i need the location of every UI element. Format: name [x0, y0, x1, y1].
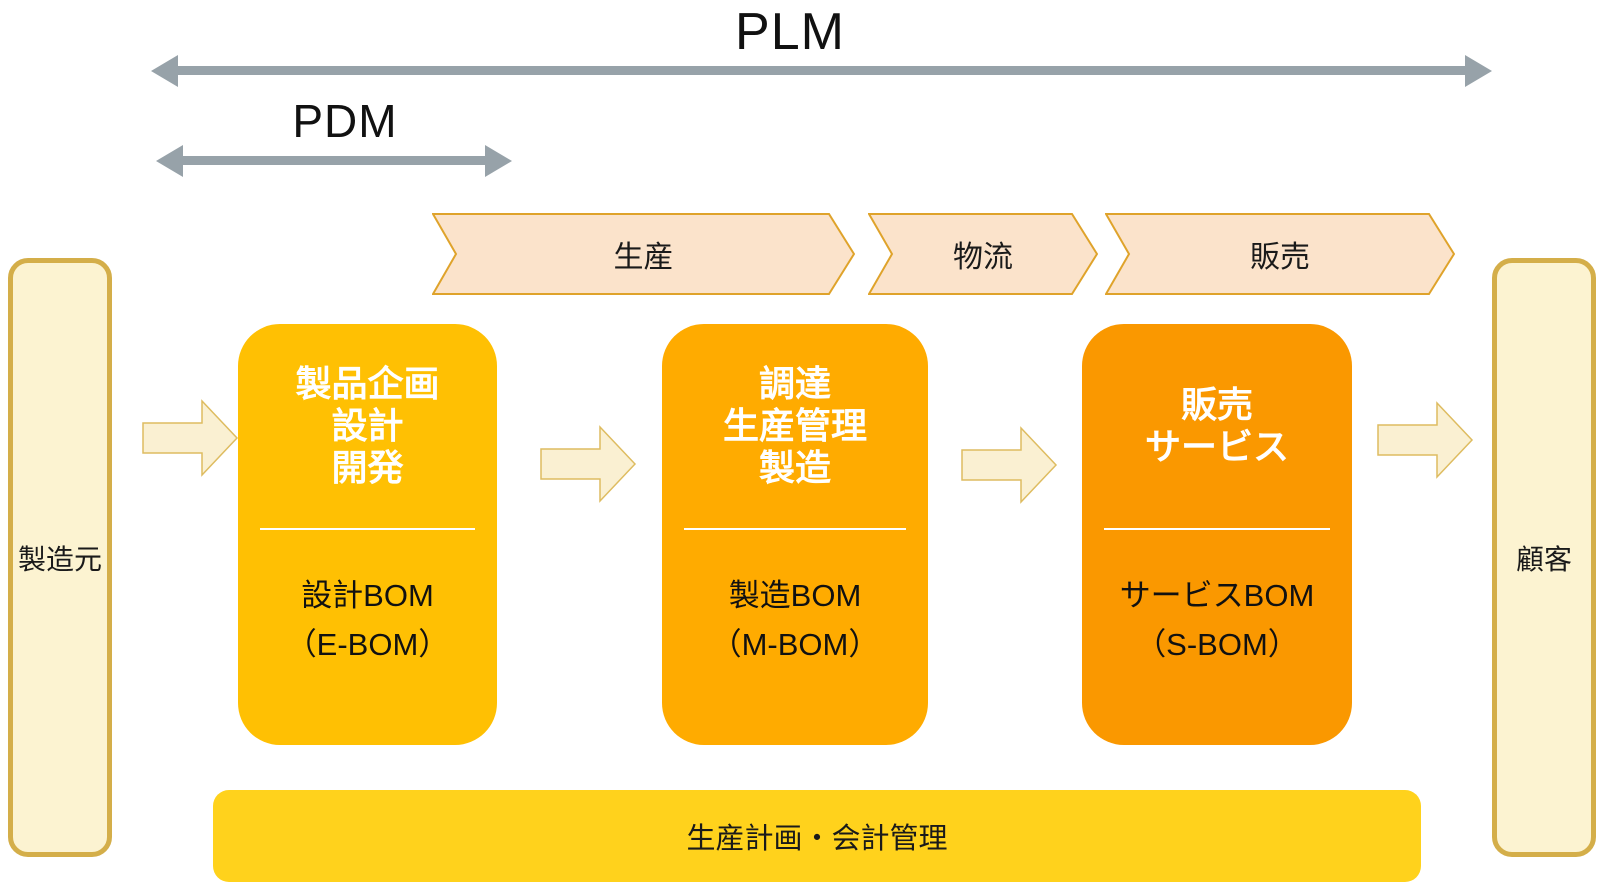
stage-title-line: 生産管理 [722, 405, 867, 447]
bom-abbr: （M-BOM） [710, 626, 880, 662]
stage-title-line: 製品企画 [295, 363, 440, 405]
bom-abbr: （E-BOM） [285, 626, 450, 662]
manufacturer-box: 製造元 [8, 258, 112, 857]
chevron-production-label: 生産 [613, 241, 674, 274]
stage-bom-label: 製造BOM （M-BOM） [662, 530, 928, 745]
stage-title-line: 調達 [758, 363, 831, 405]
customer-label: 顧客 [1515, 543, 1572, 575]
stage-title: 調達 生産管理 製造 [662, 324, 928, 528]
pdm-label: PDM [292, 95, 398, 147]
stage-box-sales-service: 販売 サービス サービスBOM （S-BOM） [1082, 324, 1352, 745]
chevron-sales: 販売 [1105, 213, 1455, 295]
flow-arrow-production-to-sales [961, 426, 1058, 504]
flow-arrow-manufacturer-to-planning [142, 399, 239, 477]
stage-box-procurement-production-manufacturing: 調達 生産管理 製造 製造BOM （M-BOM） [662, 324, 928, 745]
stage-title-line: 開発 [331, 446, 404, 488]
plm-range-arrow [178, 66, 1465, 75]
manufacturer-label: 製造元 [17, 543, 102, 575]
stage-title-line: 設計 [331, 405, 404, 447]
stage-title-line: サービス [1144, 426, 1289, 467]
flow-arrow-planning-to-production [540, 425, 637, 503]
chevron-shape [432, 213, 855, 295]
bom-name: サービスBOM [1119, 578, 1315, 614]
stage-divider [1104, 528, 1330, 530]
bom-abbr: （S-BOM） [1135, 626, 1299, 662]
chevron-production: 生産 [432, 213, 855, 295]
bottom-bar-label: 生産計画・会計管理 [686, 823, 948, 855]
stage-title: 製品企画 設計 開発 [238, 324, 497, 528]
chevron-shape [868, 213, 1098, 295]
flow-arrow-sales-to-customer [1377, 401, 1474, 479]
chevron-logistics-label: 物流 [953, 241, 1013, 274]
stage-title: 販売 サービス [1082, 324, 1352, 528]
plm-label: PLM [735, 3, 845, 61]
stage-bom-label: サービスBOM （S-BOM） [1082, 530, 1352, 745]
bom-name: 設計BOM [301, 578, 434, 614]
pdm-range-arrow [183, 156, 485, 165]
stage-divider [684, 528, 906, 530]
stage-title-line: 製造 [758, 446, 831, 488]
stage-bom-label: 設計BOM （E-BOM） [238, 530, 497, 745]
bottom-bar-production-planning-accounting: 生産計画・会計管理 [213, 790, 1421, 882]
stage-divider [260, 528, 475, 530]
customer-box: 顧客 [1492, 258, 1596, 857]
bom-name: 製造BOM [728, 578, 862, 614]
stage-box-planning-design-development: 製品企画 設計 開発 設計BOM （E-BOM） [238, 324, 497, 745]
chevron-shape [1105, 213, 1455, 295]
chevron-sales-label: 販売 [1250, 241, 1310, 274]
chevron-logistics: 物流 [868, 213, 1098, 295]
stage-title-line: 販売 [1180, 384, 1253, 426]
